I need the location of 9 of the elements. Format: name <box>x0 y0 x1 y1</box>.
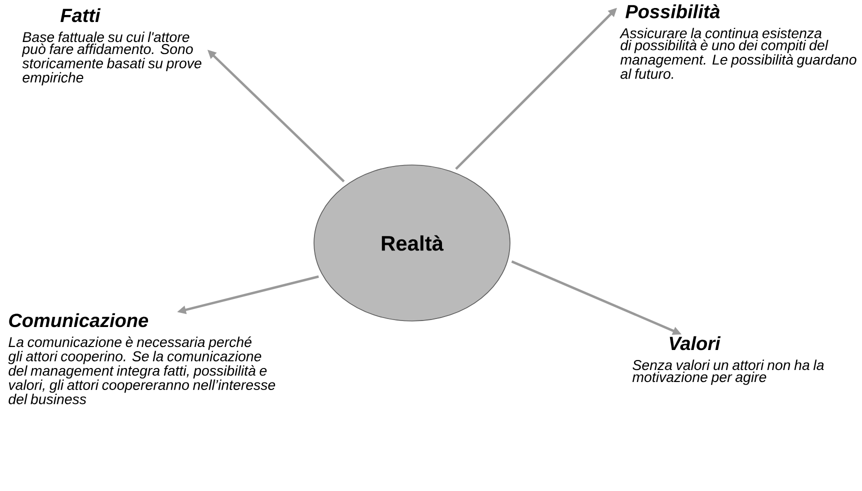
heading: Possibilità <box>626 4 720 18</box>
description-text: Senza valori un attori non ha la motivazione per agire <box>632 360 824 385</box>
heading: Fatti <box>60 8 101 22</box>
heading: Valori <box>670 336 721 350</box>
heading: Comunicazione <box>9 313 148 328</box>
description-text: Base fattuale su cui l'attore può fare affidamento. Sono storicamente basati su prove empiriche <box>22 32 202 86</box>
description-text: Assicurare la continua esistenza di possibilità è uno dei compiti del management. Le possibilità guardano al futuro. <box>620 28 856 79</box>
description-text: La comunicazione è necessaria perché gli attori cooperino. Se la comunicazione del management integra fatti, possibilità e valori, gli attori coopereranno nell’interesse del business <box>8 336 276 404</box>
ellipse-node: Realtà <box>314 164 510 322</box>
